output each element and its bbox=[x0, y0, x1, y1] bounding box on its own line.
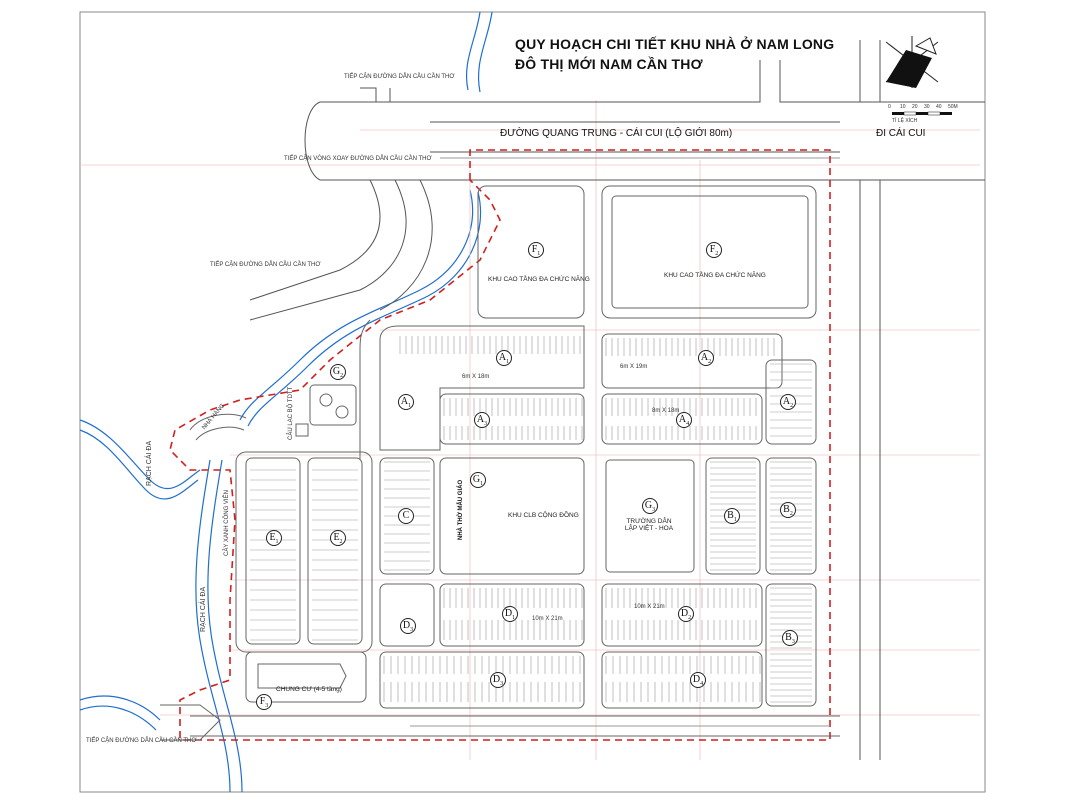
scale-tick: 40 bbox=[936, 104, 942, 110]
zone-marker-d3-south: D3 bbox=[490, 672, 506, 688]
zone-marker-a2-right: A2 bbox=[780, 394, 796, 410]
map-frame bbox=[79, 11, 986, 793]
scale-label: TỈ LỆ XÍCH bbox=[892, 118, 918, 124]
river-label: RẠCH CÁI ĐA bbox=[200, 586, 207, 632]
scale-tick: 50M bbox=[948, 104, 958, 110]
zone-marker-b3: B3 bbox=[782, 630, 798, 646]
lot-size-label: 10m X 21m bbox=[532, 616, 563, 622]
lot-size-label: 6m X 18m bbox=[462, 374, 490, 380]
north-arrow-icon bbox=[885, 36, 939, 88]
zone-marker-g3: G3 bbox=[642, 498, 658, 514]
link-road-top-label: TIẾP CẬN ĐƯỜNG DẪN CẦU CẦN THƠ bbox=[344, 74, 455, 80]
zone-marker-a1: A1 bbox=[496, 350, 512, 366]
scale-tick: 30 bbox=[924, 104, 930, 110]
scale-tick: 20 bbox=[912, 104, 918, 110]
zone-marker-a4: A4 bbox=[676, 412, 692, 428]
zone-marker-d2: D2 bbox=[678, 606, 694, 622]
zone-marker-d3: D3 bbox=[400, 618, 416, 634]
map-title: QUY HOẠCH CHI TIẾT KHU NHÀ Ở NAM LONG bbox=[515, 36, 835, 52]
zone-marker-e2: E2 bbox=[330, 530, 346, 546]
zone-marker-e1: E1 bbox=[266, 530, 282, 546]
river-label: RẠCH CÁI ĐA bbox=[146, 440, 153, 486]
zone-marker-f1: F1 bbox=[528, 242, 544, 258]
survey-grid bbox=[80, 100, 980, 760]
scale-tick: 10 bbox=[900, 104, 906, 110]
zone-marker-a2: A2 bbox=[698, 350, 714, 366]
zone-desc-f2: KHU CAO TẦNG ĐA CHỨC NĂNG bbox=[664, 272, 766, 279]
scale-tick: 0 bbox=[888, 104, 891, 110]
lot-size-label: 10m X 21m bbox=[634, 604, 665, 610]
temple-label: NHÀ THỜ MẪU GIÁO bbox=[458, 479, 464, 540]
zone-marker-c: C bbox=[398, 508, 414, 524]
lot-size-label: 6m X 19m bbox=[620, 364, 648, 370]
to-cai-cui-label: ĐI CÁI CUI bbox=[876, 128, 926, 139]
street-network bbox=[160, 185, 840, 741]
zone-desc-f3: CHUNG CƯ (4-5 tầng) bbox=[276, 686, 342, 693]
zone-marker-d4: D4 bbox=[690, 672, 706, 688]
water-channels bbox=[79, 11, 493, 793]
zone-marker-b1: B1 bbox=[724, 508, 740, 524]
zone-desc-g1: KHU CLB CỘNG ĐỒNG bbox=[508, 512, 579, 519]
zone-marker-d1: D1 bbox=[502, 606, 518, 622]
zone-marker-f3: F3 bbox=[256, 694, 272, 710]
zone-marker-b2: B2 bbox=[780, 502, 796, 518]
map-subtitle: ĐÔ THỊ MỚI NAM CẦN THƠ bbox=[515, 56, 703, 72]
link-road-mid-label: TIẾP CẬN ĐƯỜNG DẪN CẦU CẦN THƠ bbox=[210, 262, 321, 268]
zone-marker-a3: A3 bbox=[474, 412, 490, 428]
park-label: CÂY XANH CÔNG VIÊN bbox=[224, 490, 230, 556]
club-label: CÂU LẠC BỘ TDTT bbox=[288, 386, 294, 440]
zone-marker-g1: G1 bbox=[470, 472, 486, 488]
scale-bar bbox=[892, 111, 952, 116]
main-boulevard bbox=[249, 40, 985, 760]
zone-desc-f1: KHU CAO TẦNG ĐA CHỨC NĂNG bbox=[488, 276, 590, 283]
zone-marker-g2: G2 bbox=[330, 364, 346, 380]
lot-size-label: 8m X 18m bbox=[652, 408, 680, 414]
main-road-label: ĐƯỜNG QUANG TRUNG - CÁI CUI (LỘ GIỚI 80m… bbox=[500, 128, 733, 139]
link-road-bottom-label: TIẾP CẬN ĐƯỜNG DẪN CẦU CẦN THƠ bbox=[86, 738, 197, 744]
north-letter: B bbox=[897, 36, 906, 50]
link-roundabout-label: TIẾP CẬN VÒNG XOAY ĐƯỜNG DẪN CẦU CẦN THƠ bbox=[284, 156, 432, 162]
zone-marker-a1-left: A1 bbox=[398, 394, 414, 410]
zone-desc-g3: TRƯỜNG DÂN LẬP VIỆT - HOA bbox=[624, 518, 674, 532]
zone-marker-f2: F2 bbox=[706, 242, 722, 258]
